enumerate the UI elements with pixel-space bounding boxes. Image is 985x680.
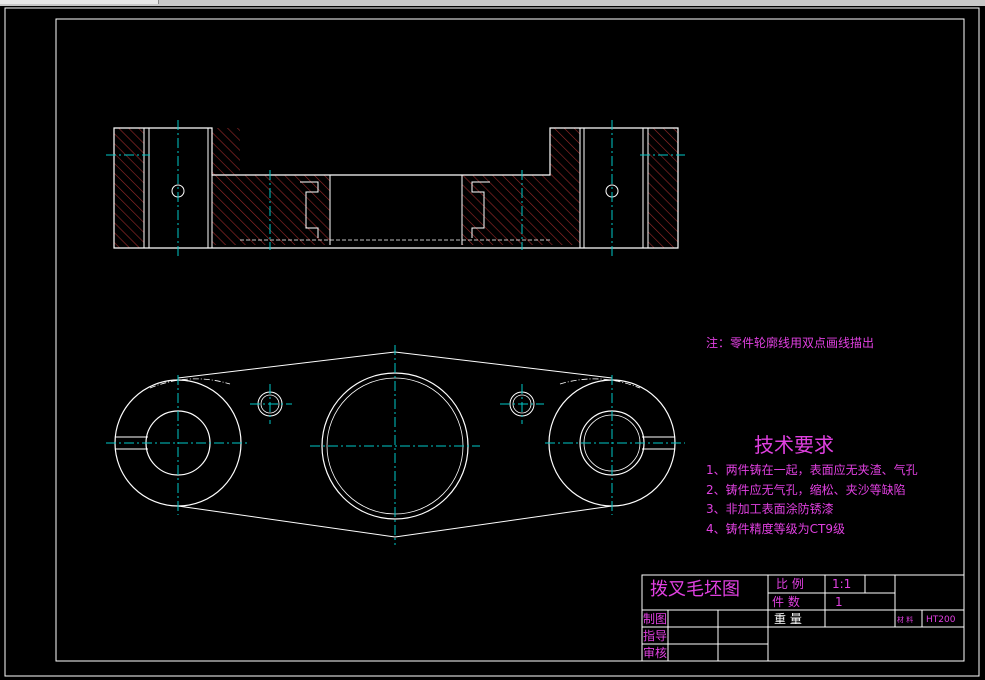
title-block bbox=[641, 574, 965, 662]
material-value: HT200 bbox=[926, 615, 956, 625]
hatch-left-outer bbox=[114, 128, 144, 248]
tech-title: 技术要求 bbox=[754, 433, 834, 457]
drawing-name: 拨叉毛坯图 bbox=[650, 579, 740, 600]
tech-item-3: 3、非加工表面涂防锈漆 bbox=[706, 501, 834, 516]
tech-item-1: 1、两件铸在一起，表面应无夹渣、气孔 bbox=[706, 462, 918, 477]
window-tab[interactable] bbox=[0, 0, 159, 4]
hatch-right-outer bbox=[648, 128, 678, 248]
tech-item-4: 4、铸件精度等级为CT9级 bbox=[706, 521, 845, 536]
hatch-left-body bbox=[212, 128, 330, 245]
outer-border bbox=[4, 7, 980, 677]
tech-item-2: 2、铸件应无气孔，缩松、夹沙等缺陷 bbox=[706, 482, 906, 497]
scale-label: 比 例 bbox=[776, 577, 804, 591]
note-text: 注：零件轮廓线用双点画线描出 bbox=[706, 335, 874, 350]
inner-border bbox=[55, 18, 965, 662]
qty-value: 1 bbox=[835, 595, 843, 609]
plan-view bbox=[106, 345, 685, 545]
drawn-label: 制图 bbox=[643, 612, 667, 626]
qty-label: 件 数 bbox=[772, 594, 800, 609]
guide-label: 指导 bbox=[643, 628, 667, 643]
weight-label: 重 量 bbox=[774, 612, 802, 626]
section-outline bbox=[113, 127, 679, 249]
scale-value: 1:1 bbox=[832, 577, 851, 591]
hatch-right-body bbox=[462, 128, 580, 245]
review-label: 审核 bbox=[643, 645, 667, 660]
material-label: 材 料 bbox=[897, 615, 913, 624]
window-top-bar bbox=[0, 0, 985, 6]
section-view bbox=[106, 120, 685, 256]
